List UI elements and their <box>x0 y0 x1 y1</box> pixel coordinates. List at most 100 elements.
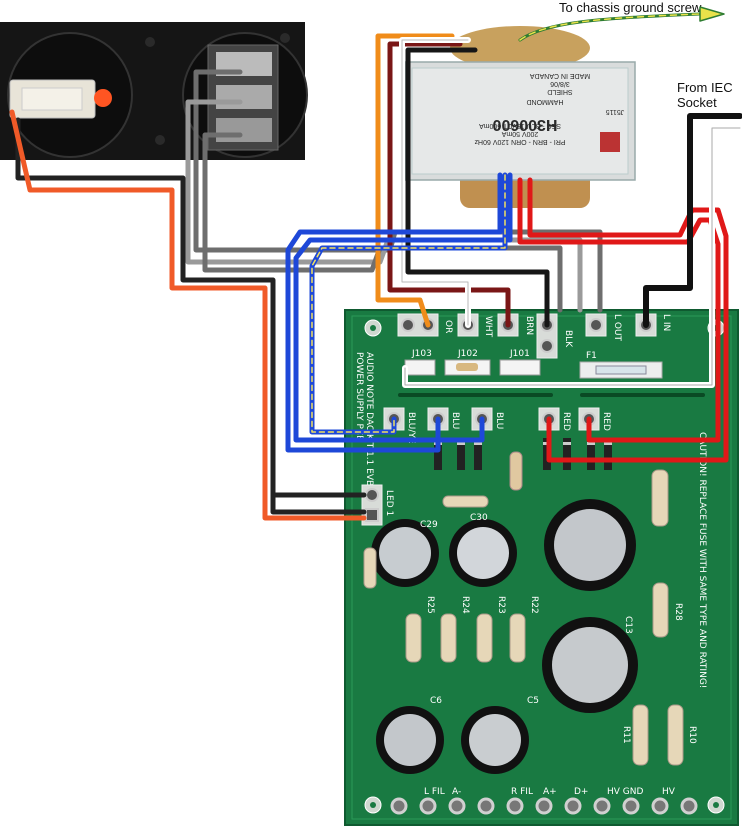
switch-gray-wire-3 <box>202 132 563 313</box>
svg-text:WHT: WHT <box>483 316 493 338</box>
pad-l-out: L OUT <box>585 313 622 342</box>
transformer-line1: PRI - BRN - ORN 120V 60Hz <box>474 138 566 145</box>
bottom-pad <box>535 797 553 815</box>
svg-text:C6: C6 <box>430 696 442 706</box>
svg-text:F1: F1 <box>586 351 597 361</box>
transformer-line5: 3/8/06 <box>550 80 570 87</box>
resistor-r28: R28 <box>652 582 683 638</box>
svg-text:R25: R25 <box>425 596 435 614</box>
pad-red-1: RED <box>538 407 571 431</box>
ground-arrow <box>699 6 725 22</box>
pcb-title1: POWER SUPPLY PCB <box>354 352 364 441</box>
resistor-r23: R23 <box>476 596 506 663</box>
pad-wht: WHT <box>457 313 493 338</box>
pad-led: LED 1 <box>361 484 394 526</box>
transformer-line3: SEC - BLU 18VCT 600mA <box>479 122 561 129</box>
pad-brn: BRN <box>497 313 534 337</box>
svg-text:R28: R28 <box>673 603 683 621</box>
primary-brown-wire <box>387 41 511 328</box>
secondary-blue-wire-1 <box>285 172 503 453</box>
svg-text:C30: C30 <box>470 513 488 523</box>
primary-black-wire <box>405 47 550 328</box>
secondary-red-wire-1 <box>527 177 729 463</box>
header-j101: J101 <box>499 349 541 376</box>
svg-text:C29: C29 <box>420 520 438 530</box>
resistor-upper-right <box>651 469 669 527</box>
pad-blu-2: BLU <box>471 407 504 431</box>
iec-black-wire <box>643 113 742 328</box>
bottom-pad-label: HV GND <box>607 787 643 797</box>
led-black-wire <box>15 117 367 515</box>
svg-text:LED 1: LED 1 <box>384 490 394 516</box>
transformer-line6: MADE IN CANADA <box>530 72 591 79</box>
svg-text:R24: R24 <box>460 596 470 614</box>
svg-text:BLU: BLU <box>450 412 460 429</box>
pcb-title2: AUDIO NOTE DAC KIT 1.1 EVB <box>364 352 374 486</box>
wires <box>9 6 742 521</box>
chassis-ground-label: To chassis ground screw <box>559 0 702 15</box>
led-holder <box>9 79 112 119</box>
svg-text:R22: R22 <box>529 596 539 614</box>
svg-text:C13: C13 <box>623 616 633 634</box>
transformer-part-number: H300600 <box>492 116 557 133</box>
cap-c5: C5 <box>461 696 539 774</box>
svg-text:R23: R23 <box>496 596 506 614</box>
transformer-code: J5115 <box>606 108 625 115</box>
cap-big-top <box>544 499 636 591</box>
transformer: H300600 HAMMOND PRI - BRN - ORN 120V 60H… <box>404 26 636 208</box>
resistor-left <box>363 547 377 589</box>
resistor-r25: R25 <box>405 596 435 663</box>
bottom-pad-label: R FIL <box>511 787 533 797</box>
transformer-brand: HAMMOND <box>527 98 564 105</box>
bottom-pad <box>390 797 408 815</box>
secondary-blue-wire-2 <box>293 172 513 443</box>
bottom-pad <box>419 797 437 815</box>
bottom-pad <box>651 797 669 815</box>
bottom-pad-label: L FIL <box>424 787 445 797</box>
cap-c30: C30 <box>449 513 517 587</box>
svg-text:L OUT: L OUT <box>612 314 622 342</box>
power-supply-pcb: POWER SUPPLY PCB AUDIO NOTE DAC KIT 1.1 … <box>344 309 739 826</box>
bottom-pad-label: HV <box>662 787 676 797</box>
bottom-pad-label: A+ <box>543 787 557 797</box>
bottom-pad <box>680 797 698 815</box>
svg-text:L IN: L IN <box>661 314 671 331</box>
header-j102: J102 <box>444 349 491 376</box>
svg-text:RED: RED <box>561 412 571 431</box>
svg-text:J103: J103 <box>411 349 432 359</box>
bottom-pad <box>622 797 640 815</box>
bottom-pad <box>448 797 466 815</box>
pcb-warning: CAUTION! REPLACE FUSE WITH SAME TYPE AND… <box>697 432 707 688</box>
cap-c6: C6 <box>376 696 444 774</box>
iec-label-line1: From IEC <box>677 80 733 95</box>
svg-text:J101: J101 <box>509 349 530 359</box>
resistor-r22: R22 <box>509 596 539 663</box>
svg-text:R11: R11 <box>621 726 631 744</box>
primary-orange-wire <box>375 33 455 328</box>
resistor-horizontal <box>442 495 489 508</box>
pad-blu-1: BLU <box>427 407 460 431</box>
pad-red-2: RED <box>578 407 611 431</box>
svg-text:BLU/YE: BLU/YE <box>406 412 416 444</box>
bottom-pad <box>477 797 495 815</box>
svg-text:R10: R10 <box>687 726 697 744</box>
svg-text:RED: RED <box>601 412 611 431</box>
svg-text:C5: C5 <box>527 696 539 706</box>
transformer-line4: SHIELD <box>547 88 572 95</box>
bottom-pad-label: D+ <box>574 787 588 797</box>
svg-text:BLK: BLK <box>563 330 573 348</box>
hammond-logo <box>600 132 620 152</box>
transformer-line2: 200V 50mA <box>501 130 538 137</box>
led-orange-wire <box>9 109 367 521</box>
resistor-r10: R10 <box>667 704 697 766</box>
svg-text:OR: OR <box>443 320 453 333</box>
resistor-r24: R24 <box>440 596 470 663</box>
fuse-f1: F1 <box>579 351 663 379</box>
bottom-pad <box>506 797 524 815</box>
svg-text:BLU: BLU <box>494 412 504 429</box>
svg-text:J102: J102 <box>457 349 478 359</box>
bottom-pad <box>564 797 582 815</box>
bottom-pad <box>593 797 611 815</box>
